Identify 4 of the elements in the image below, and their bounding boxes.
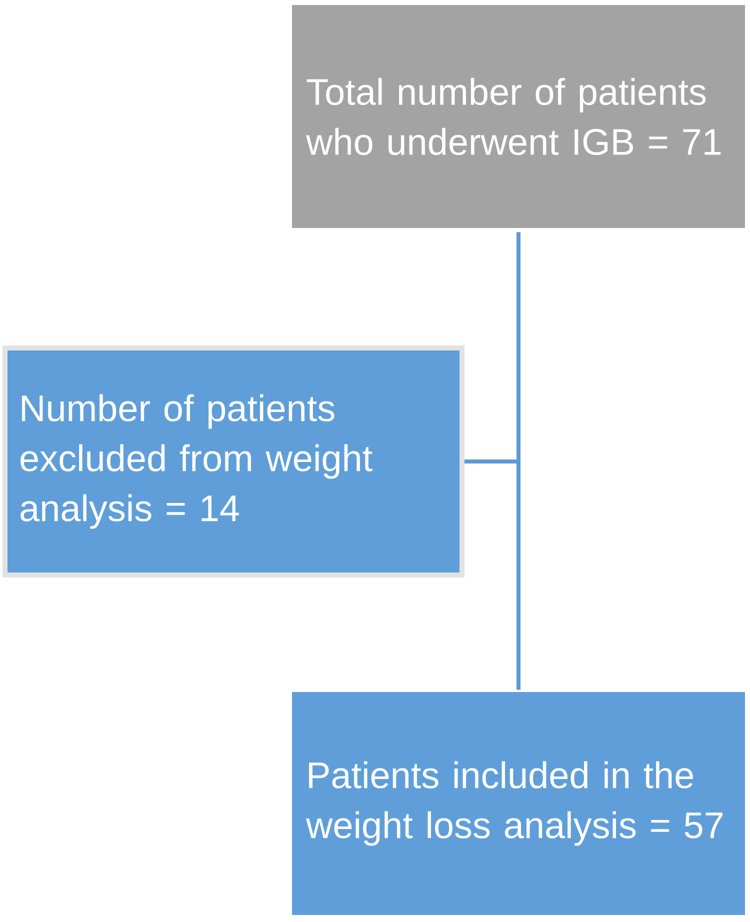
process-box: Total number of patients who underwent IGB = 71 (292, 5, 745, 228)
connector-line (464, 232, 520, 464)
process-box: Number of patients excluded from weight analysis = 14 (2, 346, 464, 578)
process-box: Patients included in the weight loss analysis = 57 (292, 692, 745, 915)
